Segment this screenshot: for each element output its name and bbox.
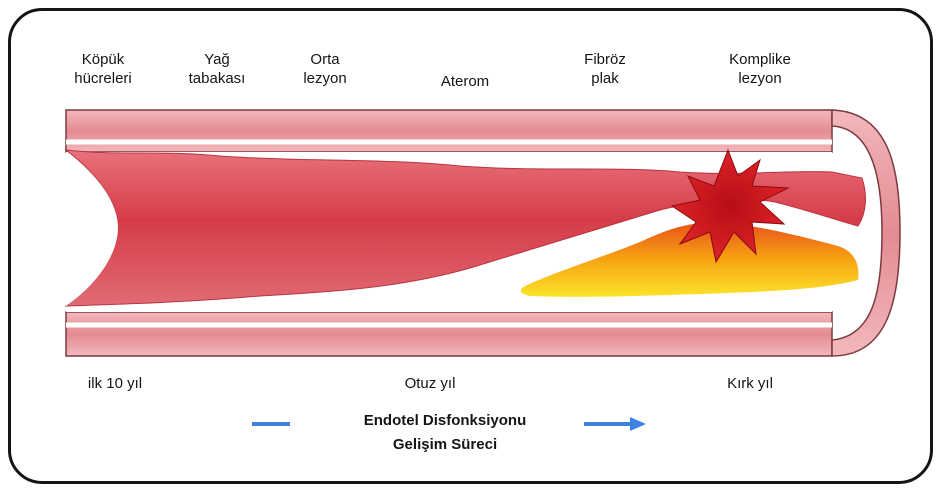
stage-label-line: Yağ — [162, 50, 272, 69]
caption-line-2: Gelişim Süreci — [305, 435, 585, 454]
timeline-end-label: Kırk yıl — [690, 374, 810, 393]
stage-label-line: lezyon — [700, 69, 820, 88]
stage-label-line: Fibröz — [550, 50, 660, 69]
stage-label-atheroma: Aterom — [410, 50, 520, 91]
stage-label-line: Aterom — [410, 72, 520, 91]
stage-label-line: Köpük — [48, 50, 158, 69]
timeline-start-label: ilk 10 yıl — [60, 374, 170, 393]
stage-label-line: hücreleri — [48, 69, 158, 88]
stage-label-fatty-streak: Yağ tabakası — [162, 50, 272, 88]
vessel-wall-bottom — [66, 312, 832, 356]
stage-label-line: plak — [550, 69, 660, 88]
stage-label-line: Komplike — [700, 50, 820, 69]
stage-label-foam-cells: Köpük hücreleri — [48, 50, 158, 88]
progress-arrow-icon — [584, 414, 654, 434]
stage-label-complicated-lesion: Komplike lezyon — [700, 50, 820, 88]
stage-label-fibrous-plaque: Fibröz plak — [550, 50, 660, 88]
process-caption: Endotel Disfonksiyonu Gelişim Süreci — [305, 411, 585, 454]
vessel-wall-top — [66, 110, 832, 152]
stage-label-intermediate-lesion: Orta lezyon — [270, 50, 380, 88]
stage-label-line: lezyon — [270, 69, 380, 88]
stage-label-line: Orta — [270, 50, 380, 69]
caption-line-1: Endotel Disfonksiyonu — [305, 411, 585, 430]
vessel-end-cap — [832, 110, 900, 356]
progress-dash-icon — [252, 419, 292, 429]
timeline-middle-label: Otuz yıl — [370, 374, 490, 393]
stage-label-line: tabakası — [162, 69, 272, 88]
stage-label-line — [410, 50, 520, 69]
